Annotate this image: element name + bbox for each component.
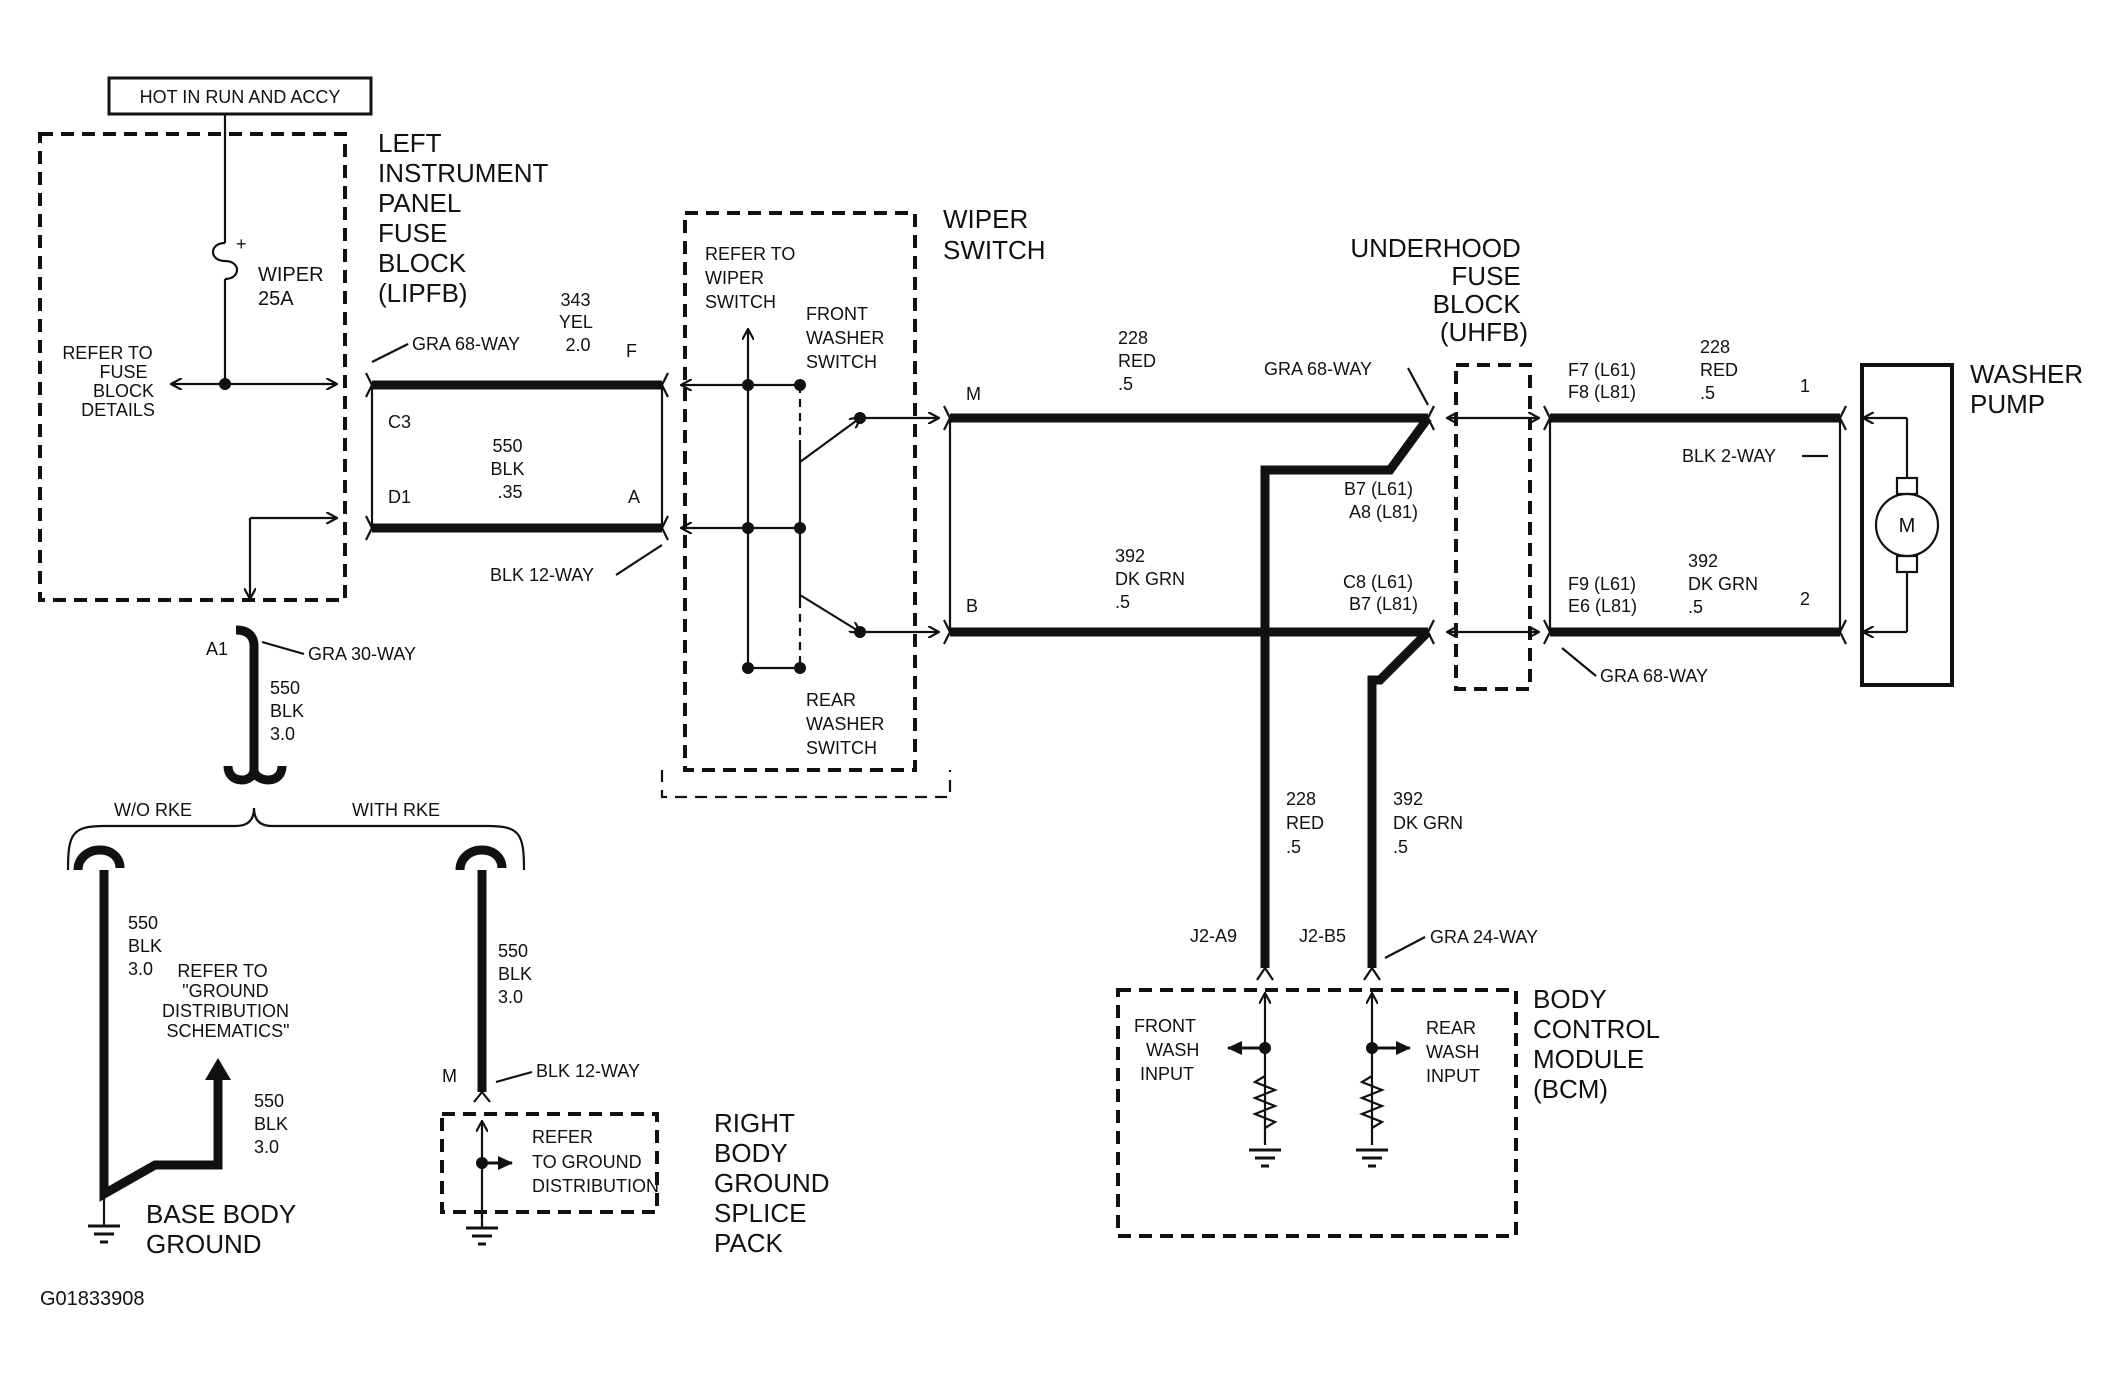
- body-control-module: BODY CONTROL MODULE (BCM) FRONT WASH INP…: [1116, 984, 1666, 1238]
- pin-2: 2: [1800, 589, 1810, 609]
- wire-343-label: 343 YEL 2.0: [559, 290, 597, 355]
- lipfb-title: LEFT INSTRUMENT PANEL FUSE BLOCK (LIPFB): [378, 128, 555, 308]
- connector-gra68-left: GRA 68-WAY: [412, 334, 520, 354]
- with-rke: WITH RKE: [352, 800, 440, 820]
- connector-gra68-mid: GRA 68-WAY: [1264, 359, 1372, 379]
- refer-ground-distribution: REFER TO "GROUND DISTRIBUTION SCHEMATICS…: [162, 961, 294, 1041]
- fuse-symbol: [211, 241, 239, 281]
- base-body-ground: BASE BODY GROUND: [146, 1199, 303, 1259]
- wire-392-down-label: 392 DK GRN .5: [1393, 789, 1468, 857]
- washer-pump-title: WASHER PUMP: [1970, 359, 2090, 419]
- front-washer-switch: FRONT WASHER SWITCH: [806, 304, 889, 372]
- pin-d1: D1: [388, 487, 411, 507]
- wire-228-down-label: 228 RED .5: [1286, 789, 1329, 857]
- pin-m: M: [966, 384, 981, 404]
- wo-rke: W/O RKE: [114, 800, 192, 820]
- hot-in-run-label: HOT IN RUN AND ACCY: [140, 87, 341, 107]
- connector-blk2: BLK 2-WAY: [1682, 446, 1776, 466]
- hot-in-run-box: HOT IN RUN AND ACCY: [107, 76, 373, 116]
- pin-1: 1: [1800, 376, 1810, 396]
- washer-pump: WASHER PUMP M: [1860, 359, 2090, 687]
- wire-550-30-a: 550 BLK 3.0: [270, 678, 309, 744]
- ground-wiring: A1 GRA 30-WAY 550 BLK 3.0 W/O RKE WITH R…: [66, 625, 640, 1259]
- wire-228-top-label: 228 RED .5: [1118, 328, 1161, 394]
- front-wash-input: FRONT WASH INPUT: [1134, 1016, 1204, 1084]
- refer-fuse-block-details: REFER TO FUSE BLOCK DETAILS: [62, 343, 159, 420]
- connector-blk12-top: BLK 12-WAY: [490, 565, 594, 585]
- underhood-fuse-block: UNDERHOOD FUSE BLOCK (UHFB): [1350, 233, 1538, 691]
- wire-550-30-d: 550 BLK 3.0: [498, 941, 537, 1007]
- pin-m-bottom: M: [442, 1066, 457, 1086]
- wiper-switch: WIPER SWITCH REFER TO WIPER SWITCH FRONT…: [660, 204, 1046, 799]
- wire-392-right-label: 392 DK GRN .5: [1688, 551, 1763, 617]
- switch-to-uhfb-wires: M B 228 RED .5 392 DK GRN .5 GRA 68-WAY …: [943, 328, 1538, 981]
- refer-to-ground-distribution: REFER TO GROUND DISTRIBUTION: [532, 1127, 659, 1196]
- pin-f: F: [626, 341, 637, 361]
- pins-b7-a8: B7 (L61) A8 (L81): [1344, 479, 1418, 522]
- wiper-switch-title: WIPER SWITCH: [943, 204, 1046, 265]
- connector-gra30: GRA 30-WAY: [308, 644, 416, 664]
- rear-wash-input: REAR WASH INPUT: [1426, 1018, 1484, 1086]
- lipfb-fuse-block: + WIPER 25A REFER TO FUSE BLOCK DETAILS …: [38, 114, 555, 602]
- pin-b: B: [966, 596, 978, 616]
- wire-550-30-b: 550 BLK 3.0: [128, 913, 167, 979]
- wire-392-top-label: 392 DK GRN .5: [1115, 546, 1190, 612]
- pin-j2b5: J2-B5: [1299, 926, 1346, 946]
- uhfb-title: UNDERHOOD FUSE BLOCK (UHFB): [1350, 233, 1528, 347]
- uhfb-to-pump-wires: F7 (L61) F8 (L81) F9 (L61) E6 (L81) 228 …: [1543, 337, 1847, 686]
- refer-wiper-switch: REFER TO WIPER SWITCH: [705, 244, 800, 312]
- bcm-title: BODY CONTROL MODULE (BCM): [1533, 984, 1666, 1104]
- wire-550-035-label: 550 BLK .35: [490, 436, 529, 502]
- pin-a1: A1: [206, 639, 228, 659]
- pins-f9-e6: F9 (L61) E6 (L81): [1568, 574, 1641, 616]
- right-body-ground-title: RIGHT BODY GROUND SPLICE PACK: [714, 1108, 837, 1258]
- pins-f7-f8: F7 (L61) F8 (L81): [1568, 360, 1641, 402]
- motor-label: M: [1899, 515, 1916, 537]
- pins-c8-b7: C8 (L61) B7 (L81): [1343, 572, 1418, 614]
- wire-228-right-label: 228 RED .5: [1700, 337, 1743, 403]
- pin-a: A: [628, 487, 640, 507]
- pin-j2a9: J2-A9: [1190, 926, 1237, 946]
- connector-gra68-right: GRA 68-WAY: [1600, 666, 1708, 686]
- connector-blk12-bottom: BLK 12-WAY: [536, 1061, 640, 1081]
- fuse-plus: +: [236, 234, 247, 254]
- pin-c3: C3: [388, 412, 411, 432]
- fuse-name: WIPER 25A: [258, 264, 329, 310]
- right-body-ground-splice-pack: REFER TO GROUND DISTRIBUTION RIGHT BODY …: [440, 1108, 837, 1258]
- motor-icon: [1874, 492, 1940, 558]
- connector-gra24: GRA 24-WAY: [1430, 927, 1538, 947]
- figure-id: G01833908: [40, 1288, 145, 1310]
- lipfb-to-switch-wires: GRA 68-WAY C3 D1 F A 343 YEL 2.0 550 BLK…: [365, 290, 669, 585]
- wire-550-30-c: 550 BLK 3.0: [254, 1091, 293, 1157]
- rear-washer-switch: REAR WASHER SWITCH: [806, 690, 889, 758]
